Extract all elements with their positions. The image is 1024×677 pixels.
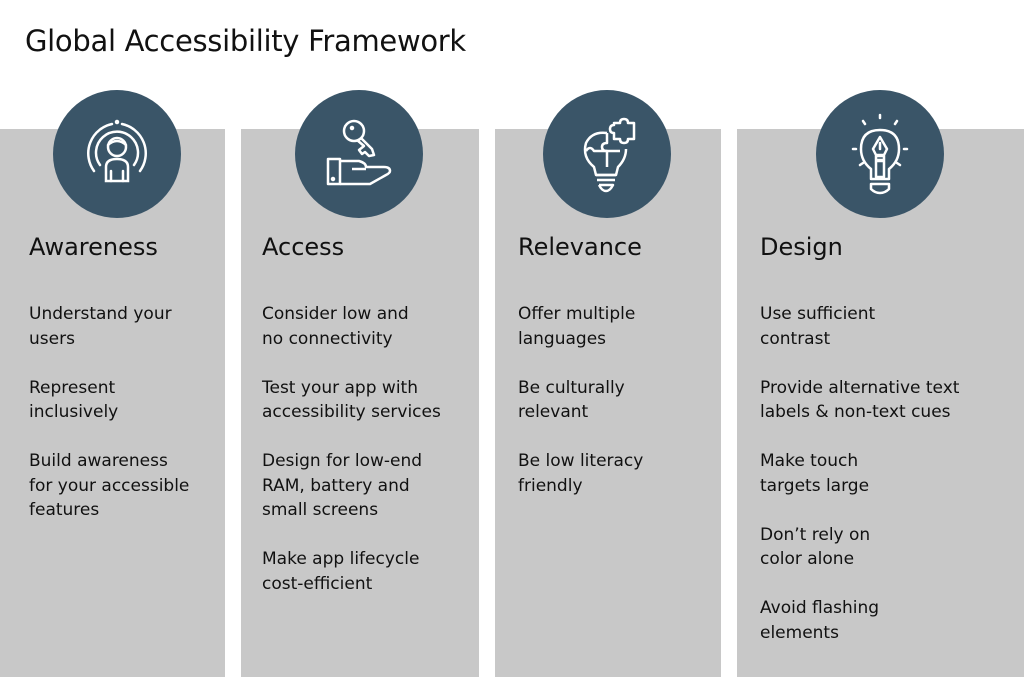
heading-awareness: Awareness bbox=[29, 233, 158, 261]
column-relevance bbox=[495, 129, 721, 677]
page-title: Global Accessibility Framework bbox=[25, 24, 466, 58]
person-signal-icon bbox=[53, 90, 181, 218]
lightbulb-pen-icon bbox=[816, 90, 944, 218]
relevance-list: Offer multiple languages Be culturally r… bbox=[518, 302, 643, 523]
list-item: Make touch targets large bbox=[760, 451, 870, 496]
list-item: Represent inclusively bbox=[29, 377, 119, 423]
column-access bbox=[241, 129, 479, 677]
list-item: Understand your users bbox=[29, 304, 172, 349]
column-awareness bbox=[0, 129, 225, 677]
heading-relevance: Relevance bbox=[518, 233, 642, 261]
design-list: Use sufficient contrast Provide alternat… bbox=[760, 302, 959, 670]
list-item: Offer multiple languages bbox=[518, 304, 636, 349]
list-item: Don’t rely on color alone bbox=[760, 524, 871, 570]
list-item: Avoid flashing elements bbox=[760, 598, 880, 643]
list-item: Use sufficient contrast bbox=[760, 304, 876, 349]
list-item: Be culturally relevant bbox=[518, 377, 625, 423]
list-item: Be low literacy friendly bbox=[518, 451, 644, 496]
list-item: Make app lifecycle cost-efficient bbox=[262, 549, 420, 594]
awareness-list: Understand your users Represent inclusiv… bbox=[29, 302, 189, 547]
list-item: Test your app with accessibility service… bbox=[262, 377, 441, 423]
list-item: Build awareness for your accessible feat… bbox=[29, 451, 190, 520]
lightbulb-puzzle-icon bbox=[543, 90, 671, 218]
list-item: Provide alternative text labels & non-te… bbox=[760, 377, 960, 423]
list-item: Consider low and no connectivity bbox=[262, 304, 409, 349]
heading-access: Access bbox=[262, 233, 345, 261]
heading-design: Design bbox=[760, 233, 843, 261]
column-design bbox=[737, 129, 1024, 677]
list-item: Design for low-end RAM, battery and smal… bbox=[262, 451, 423, 520]
hand-key-icon bbox=[295, 90, 423, 218]
access-list: Consider low and no connectivity Test yo… bbox=[262, 302, 441, 621]
